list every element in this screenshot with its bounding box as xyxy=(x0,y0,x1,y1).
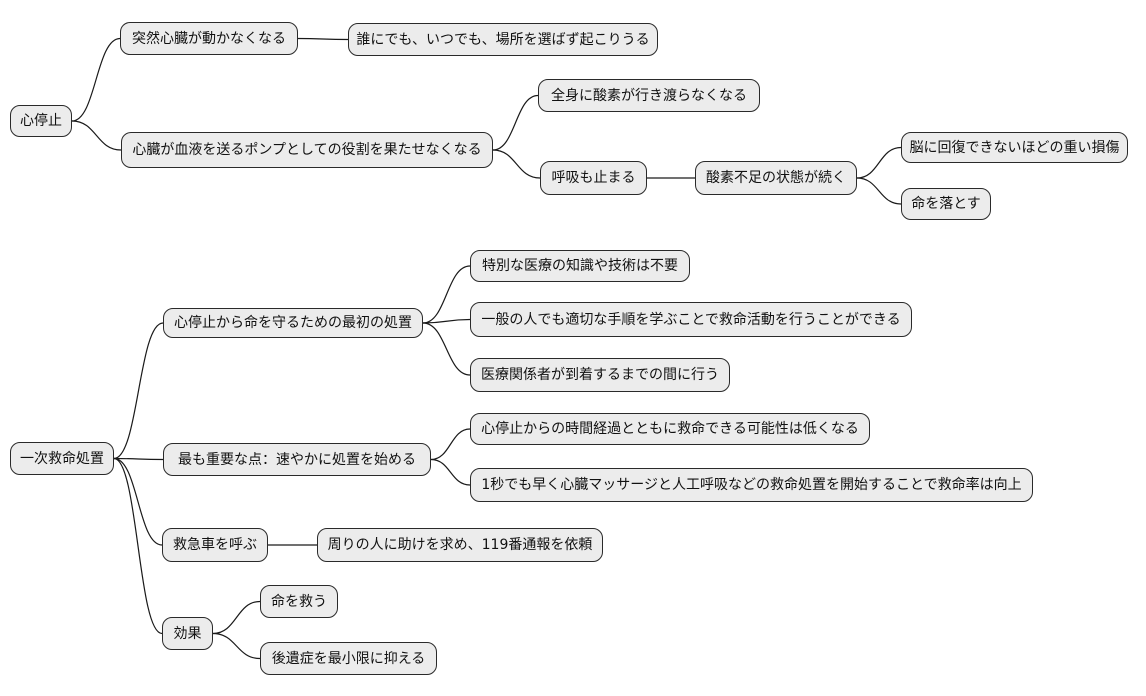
edge-first-treatment--until-medical-staff xyxy=(422,322,471,376)
node-label: 全身に酸素が行き渡らなくなる xyxy=(551,87,747,104)
edge-effects--minimize-aftereffects xyxy=(212,632,261,660)
node-save-life: 命を救う xyxy=(260,585,338,618)
node-minimize-aftereffects: 後遺症を最小限に抑える xyxy=(260,642,437,675)
edge-cardiac-arrest--heart-stops-suddenly xyxy=(71,37,121,122)
node-label: 1秒でも早く心臓マッサージと人工呼吸などの救命処置を開始することで救命率は向上 xyxy=(481,477,1022,493)
edge-pump-failure--breathing-stops xyxy=(492,149,541,179)
edge-first-treatment--no-special-knowledge xyxy=(422,265,471,324)
node-label: 特別な医療の知識や技術は不要 xyxy=(482,258,678,274)
edge-bls-root--effects xyxy=(113,457,163,635)
edge-most-important--survival-decreases xyxy=(430,428,471,461)
edge-effects--save-life xyxy=(212,600,261,635)
edge-oxygen-deficit-continues--loss-of-life xyxy=(856,177,902,205)
node-label: 命を落とす xyxy=(911,196,981,212)
node-label: 突然心臓が動かなくなる xyxy=(132,30,286,47)
edge-bls-root--most-important xyxy=(113,457,164,461)
node-label: 心臓が血液を送るポンプとしての役割を果たせなくなる xyxy=(132,142,482,158)
node-cardiac-arrest: 心停止 xyxy=(10,105,72,137)
edge-pump-failure--oxygen-not-delivered xyxy=(492,94,539,151)
node-brain-damage: 脳に回復できないほどの重い損傷 xyxy=(901,132,1128,163)
node-label: 後遺症を最小限に抑える xyxy=(271,650,426,667)
node-ask-for-help-119: 周りの人に助けを求め、119番通報を依頼 xyxy=(317,528,603,562)
node-label: 一般の人でも適切な手順を学ぶことで救命活動を行うことができる xyxy=(481,311,901,328)
node-early-cpr: 1秒でも早く心臓マッサージと人工呼吸などの救命処置を開始することで救命率は向上 xyxy=(470,468,1033,502)
node-no-special-knowledge: 特別な医療の知識や技術は不要 xyxy=(470,250,690,282)
node-label: 誰にでも、いつでも、場所を選ばず起こりうる xyxy=(356,31,650,48)
node-label: 一次救命処置 xyxy=(20,450,104,467)
edge-oxygen-deficit-continues--brain-damage xyxy=(856,146,902,179)
node-ordinary-people: 一般の人でも適切な手順を学ぶことで救命活動を行うことができる xyxy=(470,302,912,337)
node-label: 最も重要な点：速やかに処置を始める xyxy=(178,451,416,468)
node-bls-root: 一次救命処置 xyxy=(10,442,114,475)
node-oxygen-deficit-continues: 酸素不足の状態が続く xyxy=(695,161,857,195)
node-most-important: 最も重要な点：速やかに処置を始める xyxy=(163,443,431,476)
edge-first-treatment--ordinary-people xyxy=(422,318,471,324)
node-label: 周りの人に助けを求め、119番通報を依頼 xyxy=(327,537,593,553)
node-label: 命を救う xyxy=(271,593,327,610)
node-pump-failure: 心臓が血液を送るポンプとしての役割を果たせなくなる xyxy=(121,132,493,168)
node-label: 呼吸も止まる xyxy=(551,170,636,186)
edge-cardiac-arrest--pump-failure xyxy=(71,120,122,151)
node-until-medical-staff: 医療関係者が到着するまでの間に行う xyxy=(470,358,730,392)
node-label: 心停止から命を守るための最初の処置 xyxy=(174,315,412,331)
edge-bls-root--first-treatment xyxy=(113,322,164,460)
node-label: 心停止からの時間経過とともに救命できる可能性は低くなる xyxy=(481,421,859,437)
node-label: 脳に回復できないほどの重い損傷 xyxy=(909,139,1120,156)
node-label: 効果 xyxy=(173,625,202,642)
node-label: 心停止 xyxy=(20,113,62,129)
node-call-ambulance: 救急車を呼ぶ xyxy=(162,528,268,562)
node-survival-decreases: 心停止からの時間経過とともに救命できる可能性は低くなる xyxy=(470,413,870,445)
node-label: 医療関係者が到着するまでの間に行う xyxy=(481,367,719,383)
node-loss-of-life: 命を落とす xyxy=(901,188,991,220)
node-first-treatment: 心停止から命を守るための最初の処置 xyxy=(163,308,423,338)
edge-most-important--early-cpr xyxy=(430,458,471,486)
node-label: 酸素不足の状態が続く xyxy=(706,170,846,186)
node-oxygen-not-delivered: 全身に酸素が行き渡らなくなる xyxy=(538,79,760,112)
node-anyone-anytime: 誰にでも、いつでも、場所を選ばず起こりうる xyxy=(348,23,658,56)
node-label: 救急車を呼ぶ xyxy=(173,537,257,553)
node-breathing-stops: 呼吸も止まる xyxy=(540,161,647,195)
node-effects: 効果 xyxy=(162,617,213,650)
edge-bls-root--call-ambulance xyxy=(113,457,163,546)
edge-heart-stops-suddenly--anyone-anytime xyxy=(297,37,349,41)
node-heart-stops-suddenly: 突然心臓が動かなくなる xyxy=(120,22,298,55)
